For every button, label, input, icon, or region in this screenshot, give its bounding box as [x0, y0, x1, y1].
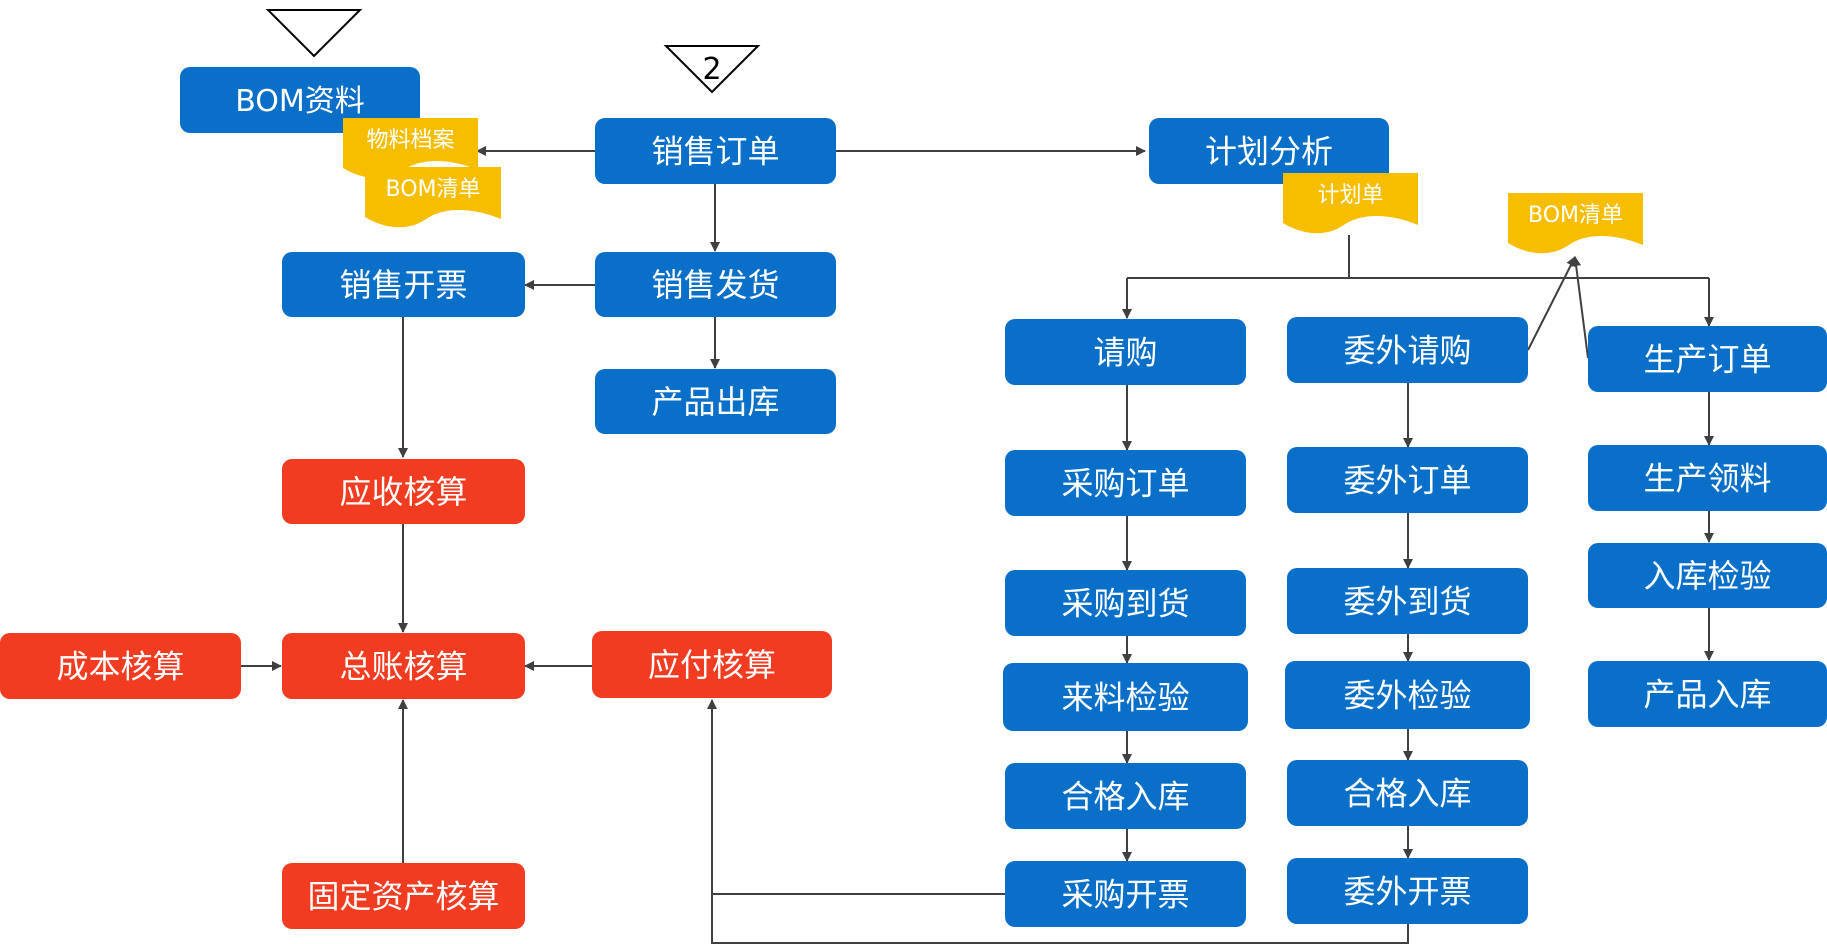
node-outsource-qualified-storage: 合格入库 [1287, 760, 1528, 826]
node-label: 采购订单 [1061, 465, 1189, 503]
node-label: 委外检验 [1343, 677, 1471, 715]
line-outsource-invoice-to-ap [711, 894, 1409, 944]
doc-plan-sheet: 计划单 [1283, 173, 1418, 234]
node-sales-invoice: 销售开票 [282, 252, 525, 317]
node-ap-accounting: 应付核算 [592, 631, 832, 698]
line-purchase-invoice-to-ap [707, 699, 1007, 895]
svg-text:2: 2 [702, 52, 721, 87]
node-purchase-invoice: 采购开票 [1005, 861, 1246, 927]
node-label: 采购到货 [1061, 585, 1189, 623]
doc-label: 计划单 [1317, 183, 1383, 208]
node-label: 固定资产核算 [307, 878, 499, 916]
node-label: 生产领料 [1643, 460, 1771, 498]
node-label: 销售订单 [651, 133, 779, 171]
node-sales-order: 销售订单 [595, 118, 836, 184]
node-production-order: 生产订单 [1588, 326, 1827, 392]
node-label: 应付核算 [648, 646, 776, 684]
node-incoming-inspection: 来料检验 [1003, 663, 1248, 731]
node-label: 成本核算 [56, 648, 184, 686]
arrow-outsource-request-to-bom-list [1527, 256, 1576, 351]
node-sales-delivery: 销售发货 [595, 252, 836, 317]
node-label: 产品出库 [651, 383, 779, 421]
node-label: 合格入库 [1061, 778, 1189, 816]
node-product-storage: 产品入库 [1588, 661, 1827, 727]
node-label: 产品入库 [1643, 676, 1771, 714]
node-outsource-order: 委外订单 [1287, 447, 1528, 513]
doc-label: 物料档案 [366, 128, 454, 153]
node-ar-accounting: 应收核算 [282, 459, 525, 524]
node-cost-accounting: 成本核算 [0, 633, 241, 699]
node-storage-inspection: 入库检验 [1588, 543, 1827, 608]
doc-bom-list-left: BOM清单 [365, 167, 501, 228]
node-label: 合格入库 [1343, 775, 1471, 813]
node-label: 生产订单 [1643, 341, 1771, 379]
node-purchase-qualified-storage: 合格入库 [1005, 763, 1246, 829]
node-label: 委外请购 [1343, 332, 1471, 370]
node-gl-accounting: 总账核算 [282, 633, 525, 699]
node-label: 请购 [1093, 334, 1157, 372]
node-plan-analysis: 计划分析 [1149, 118, 1389, 184]
node-bom-data: BOM资料 [180, 67, 420, 133]
node-label: 采购开票 [1061, 876, 1189, 914]
connectors [241, 146, 1714, 944]
node-label: 入库检验 [1643, 557, 1771, 595]
node-outsource-arrival: 委外到货 [1287, 568, 1528, 634]
doc-material-archive: 物料档案 [343, 118, 478, 179]
doc-label: BOM清单 [385, 177, 480, 202]
arrow-production-order-to-bom-list [1571, 256, 1589, 359]
triangle-marker-left [265, 9, 363, 58]
node-label: 委外订单 [1343, 462, 1471, 500]
node-outsource-inspection: 委外检验 [1285, 661, 1530, 729]
node-label: 销售发货 [651, 266, 779, 304]
node-label: 来料检验 [1061, 679, 1189, 717]
node-label: BOM资料 [235, 84, 365, 119]
node-label: 计划分析 [1205, 133, 1333, 171]
node-fixed-asset-accounting: 固定资产核算 [282, 863, 525, 929]
node-label: 委外开票 [1343, 873, 1471, 911]
node-purchase-arrival: 采购到货 [1005, 570, 1246, 636]
node-purchase-request: 请购 [1005, 319, 1246, 385]
node-label: 总账核算 [339, 648, 467, 686]
triangle-marker-2: 2 [663, 45, 761, 94]
doc-label: BOM清单 [1528, 203, 1623, 228]
node-label: 销售开票 [339, 266, 467, 304]
doc-bom-list-right: BOM清单 [1508, 193, 1643, 254]
node-production-picking: 生产领料 [1588, 445, 1827, 511]
node-purchase-order: 采购订单 [1005, 450, 1246, 516]
node-outsource-invoice: 委外开票 [1287, 858, 1528, 924]
node-label: 应收核算 [339, 473, 467, 511]
node-product-outbound: 产品出库 [595, 369, 836, 434]
node-label: 委外到货 [1343, 583, 1471, 621]
node-outsource-request: 委外请购 [1287, 317, 1528, 383]
